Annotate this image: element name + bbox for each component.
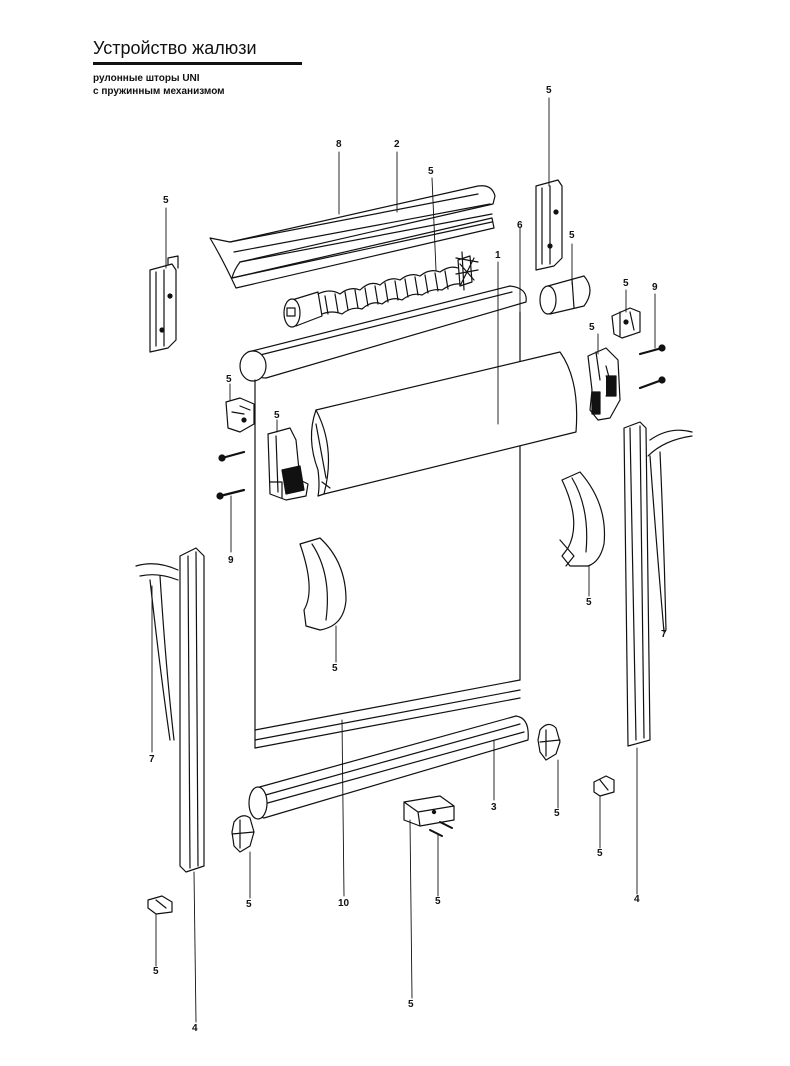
subtitle-line-1: рулонные шторы UNI [93, 73, 200, 84]
left-bottom-clip [147, 895, 173, 915]
right-screws [638, 344, 666, 390]
handle-screws [429, 821, 453, 837]
left-small-clip [225, 397, 255, 433]
callout-5-left-small: 5 [153, 966, 159, 977]
callout-5-left-clip-small: 5 [226, 374, 232, 385]
callout-5-top-right: 5 [546, 85, 552, 96]
roller-tube [239, 285, 527, 382]
top-cassette-profile [209, 185, 496, 289]
callout-5-right-small: 5 [597, 848, 603, 859]
left-clip-mechanism [267, 427, 309, 501]
right-adhesive-strip [647, 429, 693, 633]
pull-handle [403, 795, 455, 827]
callout-9-right: 9 [652, 282, 658, 293]
right-hook-clip [559, 471, 606, 567]
callout-9-left: 9 [228, 555, 234, 566]
callout-8: 8 [336, 139, 342, 150]
left-adhesive-strip [135, 563, 179, 741]
callout-7-right: 7 [661, 629, 667, 640]
callout-5-left-clip: 5 [274, 410, 280, 421]
bar-end-cap-left [231, 815, 255, 853]
callout-5-bar-end-right: 5 [554, 808, 560, 819]
callout-5-right-hook: 5 [586, 597, 592, 608]
leader-lines [151, 97, 665, 1023]
callout-2: 2 [394, 139, 400, 150]
right-mount-bracket [611, 307, 641, 339]
callout-5-left-hook: 5 [332, 663, 338, 674]
left-hook-clip [299, 537, 347, 631]
bottom-weight-bar [248, 715, 529, 820]
left-guide-rail [179, 547, 205, 873]
callout-5-spring: 5 [428, 166, 434, 177]
callout-3: 3 [491, 802, 497, 813]
callout-1: 1 [495, 250, 501, 261]
callout-4-right: 4 [634, 894, 640, 905]
callout-7-left: 7 [149, 754, 155, 765]
callout-6: 6 [517, 220, 523, 231]
right-guide-rail [623, 421, 651, 747]
callout-4-left: 4 [192, 1023, 198, 1034]
page-title: Устройство жалюзи [93, 38, 257, 58]
callout-5-cap: 5 [569, 230, 575, 241]
callout-5-left-bracket: 5 [163, 195, 169, 206]
callout-5-bar-end-left: 5 [246, 899, 252, 910]
right-clip-mechanism [587, 347, 621, 421]
callout-5-screws: 5 [435, 896, 441, 907]
callout-5-handle: 5 [408, 999, 414, 1010]
title-underline [93, 62, 302, 65]
spring-shaft [283, 251, 479, 328]
callout-10: 10 [338, 898, 350, 909]
front-cover-panel [310, 351, 578, 497]
right-bottom-clip [593, 775, 615, 797]
callout-5-right-clip: 5 [589, 322, 595, 333]
callout-5-right-bracket-small: 5 [623, 278, 629, 289]
subtitle-line-2: с пружинным механизмом [93, 86, 225, 97]
left-screws [216, 450, 246, 500]
bar-end-cap-right [537, 723, 561, 761]
left-top-bracket [149, 255, 179, 353]
right-top-bracket [535, 179, 563, 271]
end-cap [539, 275, 591, 315]
